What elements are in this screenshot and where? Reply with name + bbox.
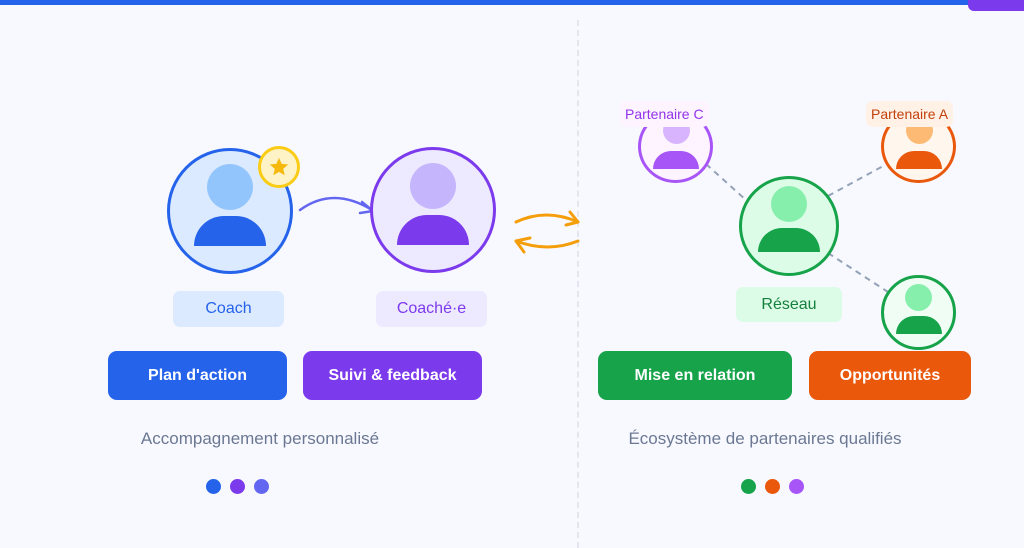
indicator-dot-violet [789, 479, 804, 494]
star-badge [258, 146, 300, 188]
partner-b-head [905, 284, 932, 311]
coaching-caption: Accompagnement personnalisé [140, 429, 380, 448]
opportunities-button[interactable]: Opportunités [809, 351, 971, 400]
hub-body [758, 228, 820, 252]
coachee-label: Coaché·e [376, 291, 487, 327]
network-caption: Écosystème de partenaires qualifiés [628, 429, 902, 448]
matchmaking-button[interactable]: Mise en relation [598, 351, 792, 400]
coach-head [207, 164, 253, 210]
coach-body [194, 216, 266, 246]
network-hub-label: Réseau [736, 287, 842, 322]
coach-label: Coach [173, 291, 284, 327]
coachee-head [410, 163, 456, 209]
swap-arrows-icon [514, 210, 580, 254]
action-plan-button[interactable]: Plan d'action [108, 351, 287, 400]
top-corner-tab [968, 0, 1024, 11]
partner-c-body [653, 151, 699, 169]
partner-b-avatar [881, 275, 956, 350]
indicator-dot-blue [206, 479, 221, 494]
partner-c-label: Partenaire C [620, 101, 709, 127]
star-icon [269, 157, 289, 176]
partner-a-label: Partenaire A [866, 101, 954, 127]
partner-b-body [896, 316, 942, 334]
coachee-avatar [370, 147, 496, 273]
indicator-dot-purple [230, 479, 245, 494]
hub-head [771, 186, 807, 222]
panel-divider [577, 20, 579, 548]
indicator-dot-indigo [254, 479, 269, 494]
follow-up-feedback-button[interactable]: Suivi & feedback [303, 351, 482, 400]
indicator-dot-orange [765, 479, 780, 494]
network-hub-avatar [739, 176, 839, 276]
indicator-dot-green [741, 479, 756, 494]
partner-a-body [896, 151, 942, 169]
top-accent-bar [0, 0, 1024, 5]
coachee-body [397, 215, 469, 245]
